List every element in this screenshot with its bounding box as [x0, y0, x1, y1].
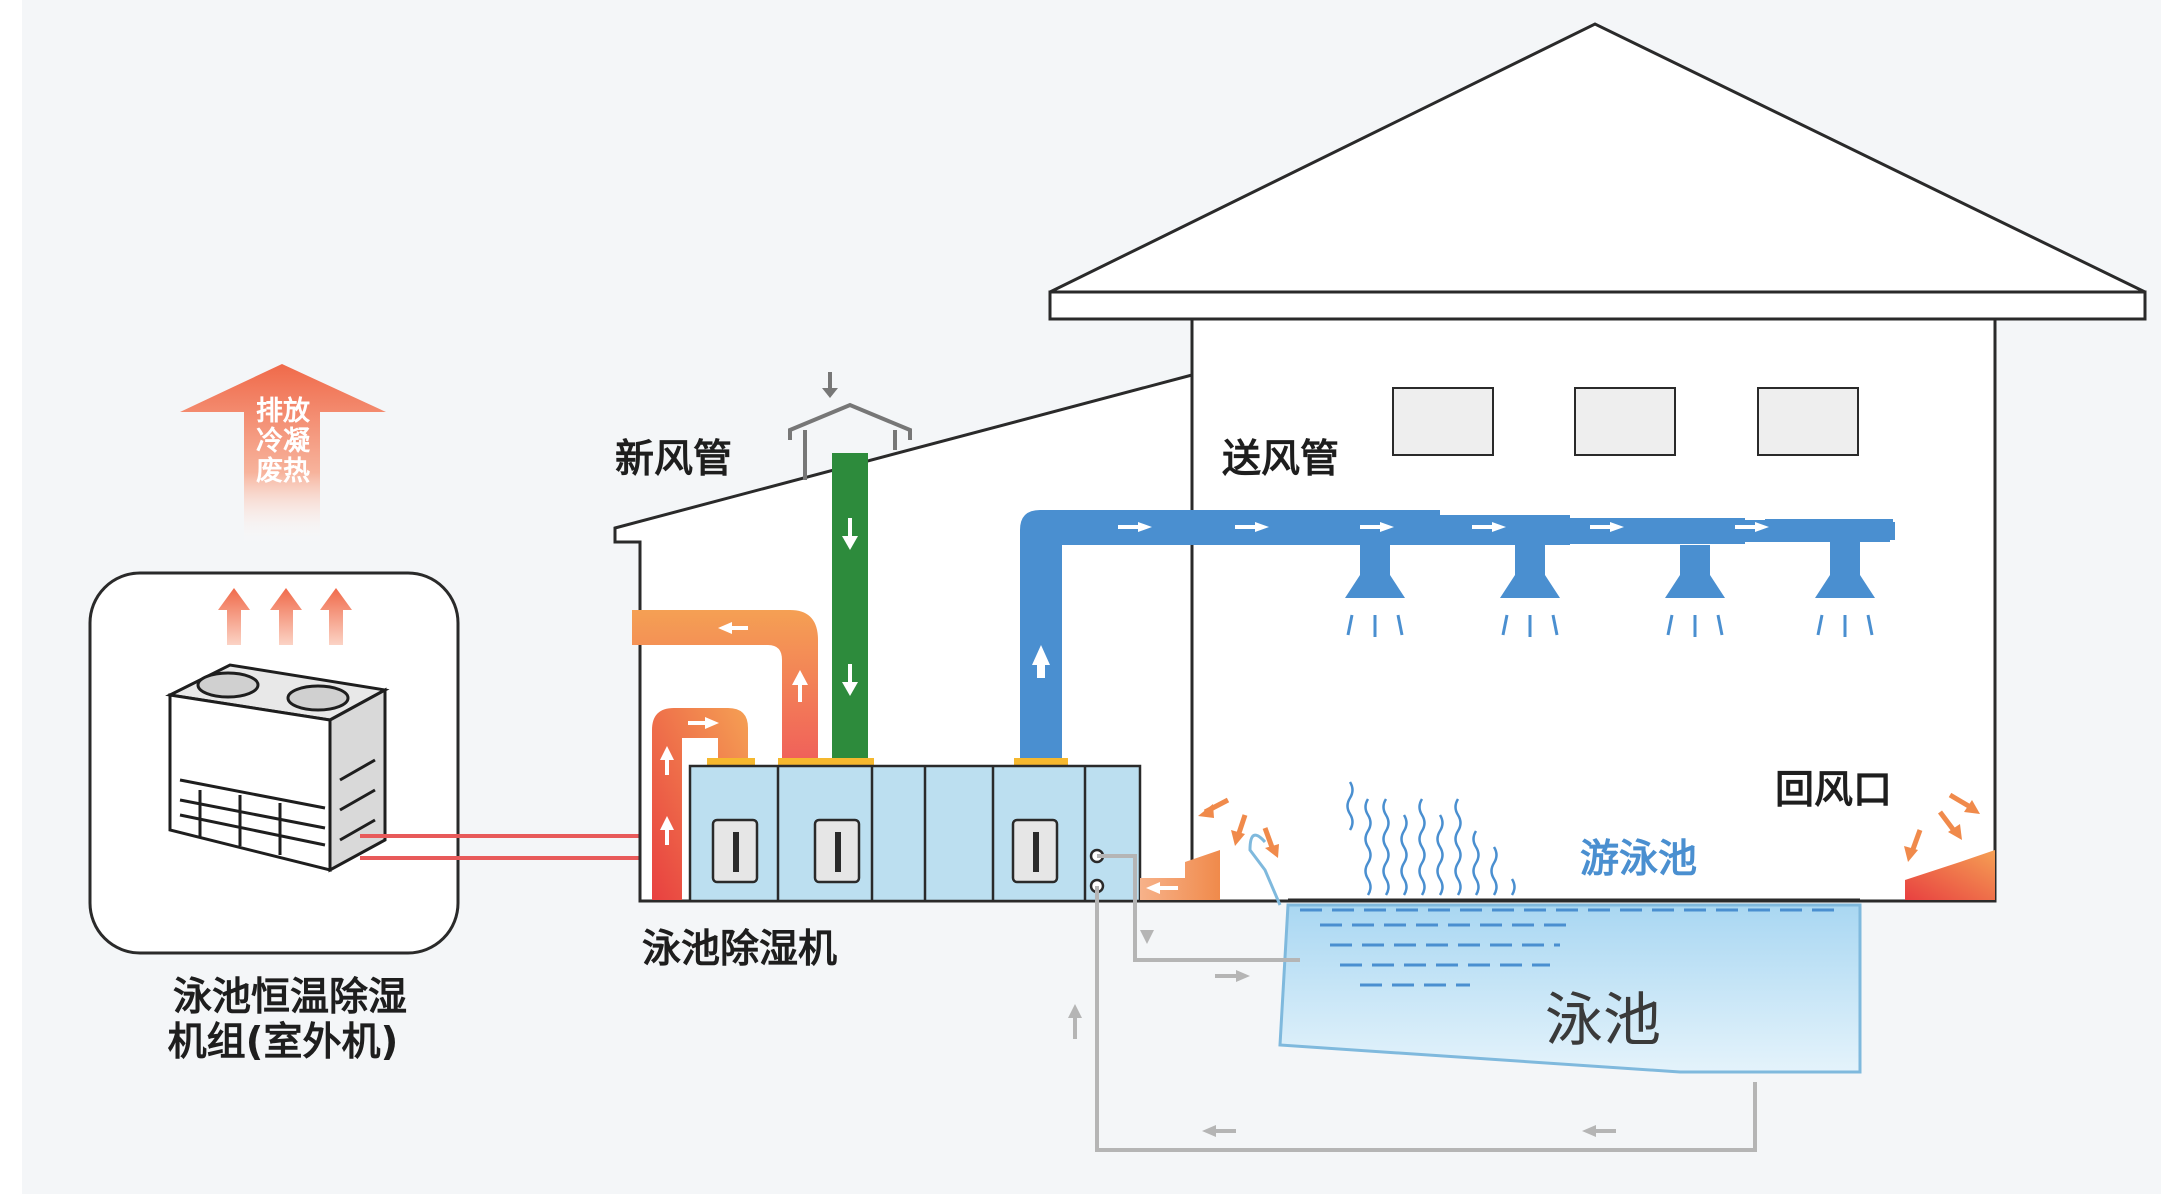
return-air-duct-arrow: [1146, 882, 1178, 894]
water-circulation-line: [1095, 854, 1757, 1152]
dehumidifier-unit: [688, 764, 1142, 903]
duct-connection-caps: [707, 758, 1068, 766]
exhaust-air-duct: [632, 610, 818, 762]
return-inner-duct: [652, 708, 748, 900]
supply-air-duct: [1020, 510, 1895, 762]
supply-air-duct-label: 送风管: [1222, 437, 1339, 482]
exhaust-arrows: [718, 622, 808, 702]
swimming-pool-hall-label: 游泳池: [1580, 837, 1697, 882]
condensing-unit-icon: [165, 663, 390, 873]
left-margin: [0, 0, 22, 1194]
evaporation-wave-icon: [1346, 781, 1516, 896]
refrigerant-lines: [360, 834, 690, 860]
heat-exhaust-text-2: 冷凝: [256, 426, 311, 457]
window-1: [1392, 387, 1494, 456]
heat-exhaust-arrow: 排放 冷凝 废热: [180, 364, 386, 545]
fresh-air-duct-label: 新风管: [615, 437, 732, 482]
return-air-inlet: [1905, 850, 1995, 900]
return-inner-arrows: [660, 717, 719, 845]
fresh-air-arrows: [842, 518, 858, 696]
water-flow-arrows: [1068, 930, 1616, 1137]
heat-exhaust-text-1: 排放: [256, 395, 311, 427]
small-heat-arrows: [218, 588, 352, 645]
outdoor-unit-label-line1: 泳池恒温除湿: [173, 975, 407, 1020]
return-intake-arrows-left: [1198, 797, 1279, 858]
diffuser-outflow-arrows: [1346, 614, 1874, 637]
supply-flow-arrows: [1032, 522, 1769, 678]
fresh-air-hood: [788, 372, 912, 480]
pool-label: 泳池: [1545, 986, 1661, 1054]
return-intake-arrows-right: [1904, 792, 1980, 862]
heat-exhaust-text-3: 废热: [256, 455, 310, 487]
dehumidifier-label: 泳池除湿机: [642, 927, 837, 972]
return-air-inlet-label: 回风口: [1775, 768, 1892, 813]
window-2: [1574, 387, 1676, 456]
outdoor-unit-label-line2: 机组(室外机): [168, 1020, 399, 1065]
pool-basin: [1248, 833, 1862, 1074]
fresh-air-duct: [832, 453, 868, 758]
windows: [1392, 387, 1859, 456]
window-3: [1757, 387, 1859, 456]
